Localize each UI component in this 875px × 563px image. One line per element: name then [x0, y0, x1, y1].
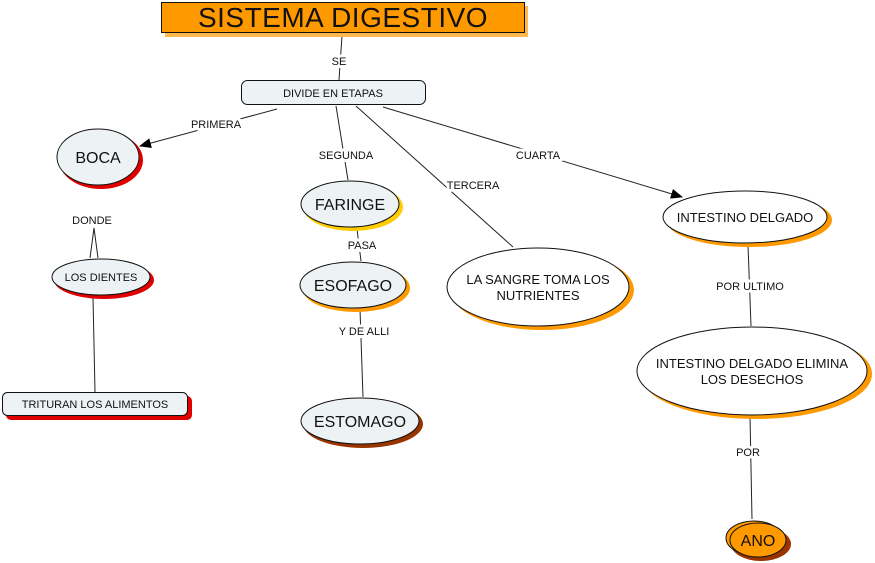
link-por-ultimo — [747, 244, 752, 327]
node-faringe[interactable]: FARINGE — [300, 180, 403, 231]
node-title[interactable]: SISTEMA DIGESTIVO — [161, 2, 529, 37]
title-text: SISTEMA DIGESTIVO — [198, 2, 488, 33]
estomago-text: ESTOMAGO — [314, 414, 406, 431]
link-se — [338, 35, 343, 81]
link-label-primera: PRIMERA — [191, 119, 242, 131]
link-por — [749, 415, 753, 520]
link-label-por: POR — [736, 447, 760, 459]
boca-text: BOCA — [75, 150, 121, 167]
divide-text: DIVIDE EN ETAPAS — [283, 88, 383, 100]
link-label-por-ultimo: POR ULTIMO — [716, 281, 784, 293]
node-boca[interactable]: BOCA — [56, 128, 143, 189]
node-ano[interactable]: ANO — [725, 520, 791, 561]
link-primera — [139, 108, 278, 148]
link-donde-a — [89, 227, 95, 259]
link-cuarta — [382, 106, 683, 199]
link-label-tercera: TERCERA — [447, 180, 500, 192]
node-elimina[interactable]: INTESTINO DELGADO ELIMINA LOS DESECHOS — [636, 326, 872, 419]
links — [89, 35, 753, 520]
node-estomago[interactable]: ESTOMAGO — [300, 397, 423, 448]
link-trituran — [92, 296, 96, 393]
node-divide[interactable]: DIVIDE EN ETAPAS — [241, 80, 426, 105]
link-label-segunda: SEGUNDA — [319, 150, 374, 162]
link-pasa — [356, 228, 362, 262]
link-label-donde: DONDE — [72, 215, 112, 227]
node-dientes[interactable]: LOS DIENTES — [51, 258, 154, 299]
link-y-de-alli — [359, 308, 364, 398]
link-label-se: SE — [332, 56, 347, 68]
ano-text: ANO — [741, 533, 776, 550]
dientes-text: LOS DIENTES — [65, 272, 138, 284]
link-donde-b — [93, 227, 99, 259]
trituran-text: TRITURAN LOS ALIMENTOS — [22, 399, 169, 411]
link-label-cuarta: CUARTA — [516, 150, 561, 162]
faringe-text: FARINGE — [315, 197, 385, 214]
sangre-text-line2: NUTRIENTES — [496, 288, 579, 303]
node-sangre[interactable]: LA SANGRE TOMA LOS NUTRIENTES — [446, 247, 634, 330]
esofago-text: ESOFAGO — [314, 278, 392, 295]
node-esofago[interactable]: ESOFAGO — [299, 261, 410, 312]
node-trituran[interactable]: TRITURAN LOS ALIMENTOS — [2, 392, 193, 421]
sangre-text-line1: LA SANGRE TOMA LOS — [466, 272, 610, 287]
link-segunda — [335, 105, 349, 181]
link-label-y-de-alli: Y DE ALLI — [339, 326, 390, 338]
elimina-text-line1: INTESTINO DELGADO ELIMINA — [656, 356, 848, 371]
intestino-text: INTESTINO DELGADO — [677, 210, 814, 225]
node-intestino[interactable]: INTESTINO DELGADO — [662, 190, 832, 247]
link-tercera — [355, 105, 514, 248]
link-label-pasa: PASA — [348, 240, 377, 252]
elimina-text-line2: LOS DESECHOS — [701, 372, 804, 387]
